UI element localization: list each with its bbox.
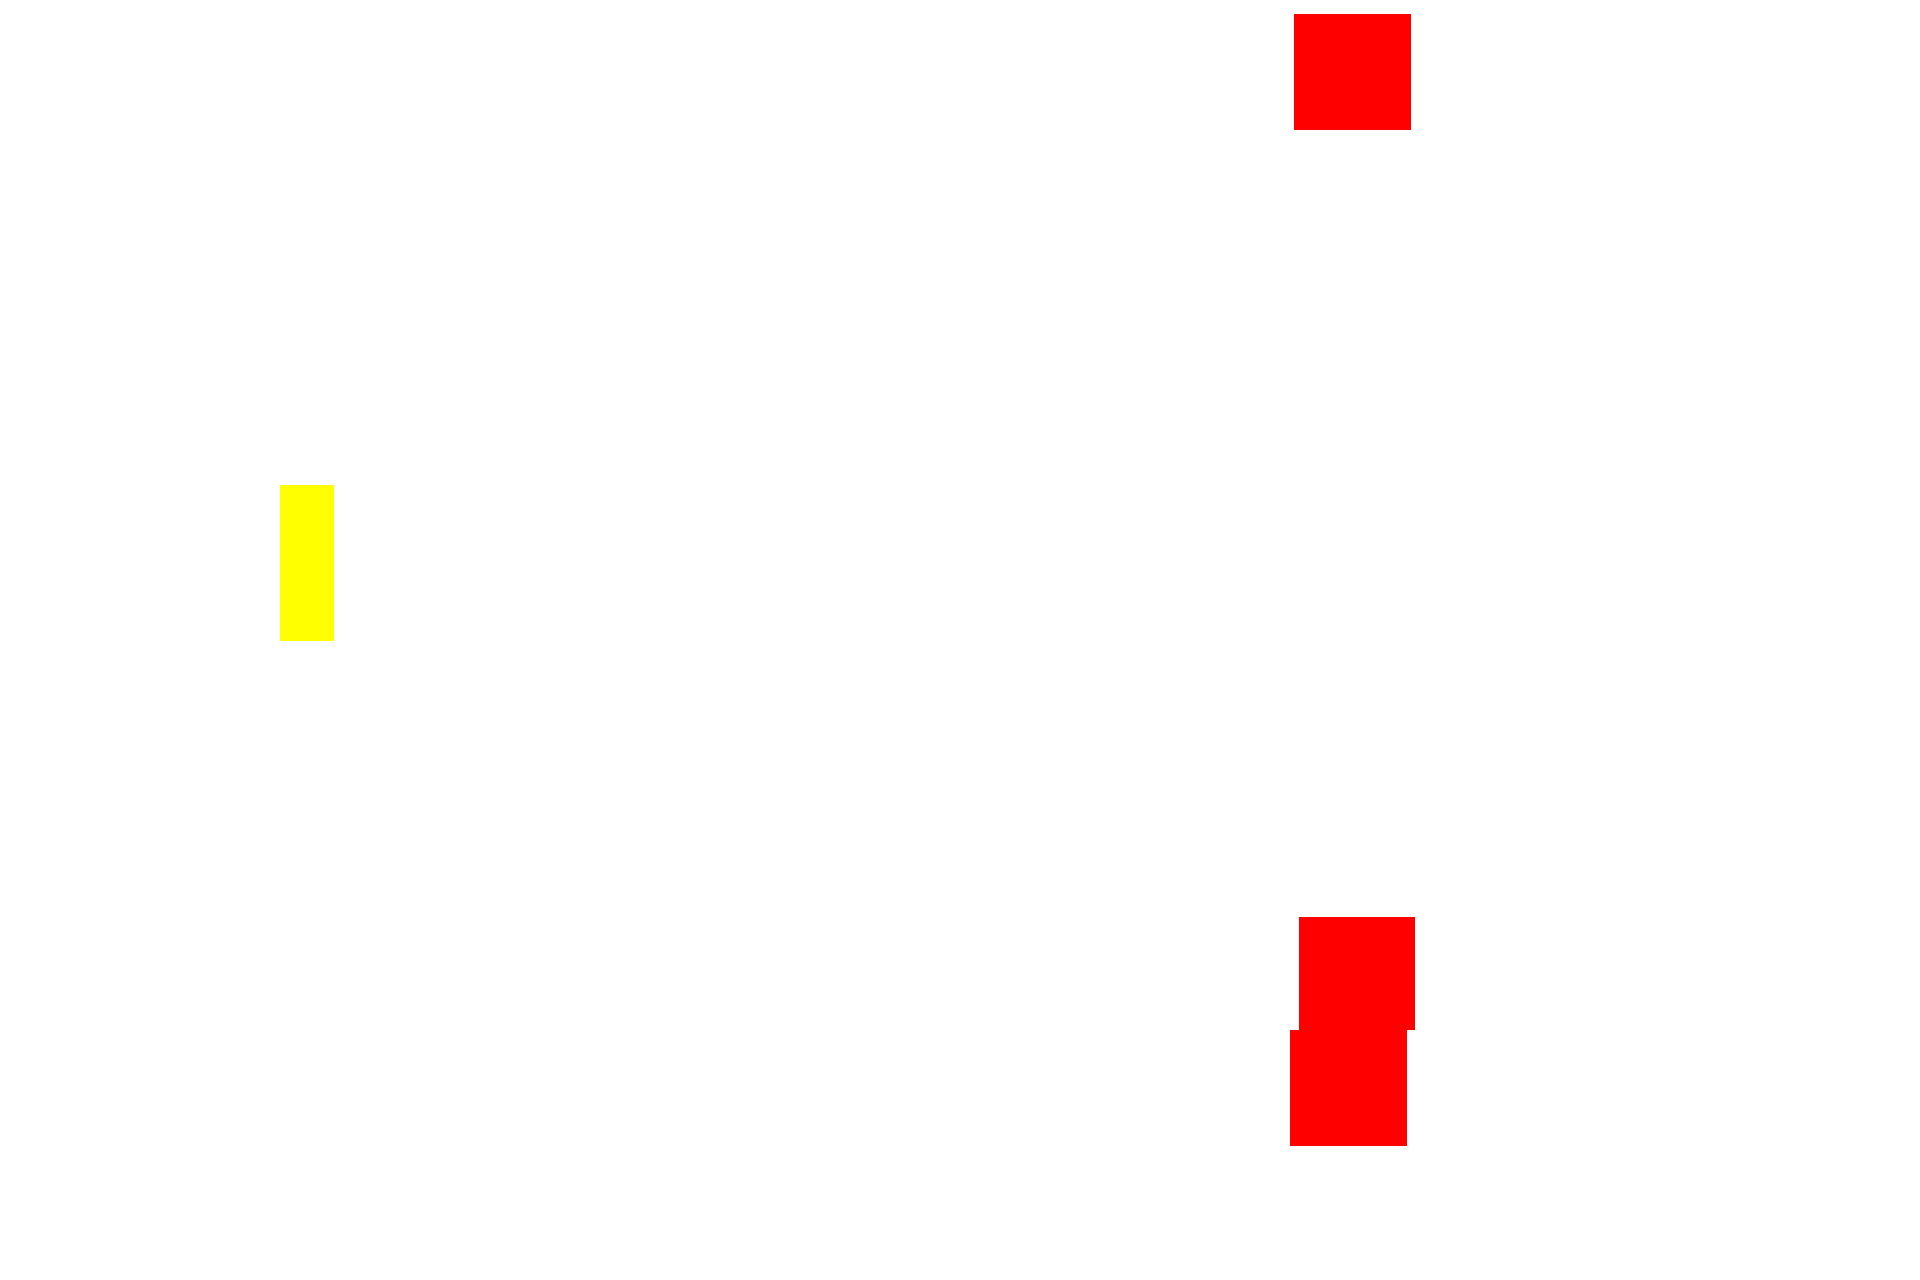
yellow-rect-left-middle	[280, 485, 334, 641]
red-rect-bottom-right-lower	[1290, 1030, 1407, 1146]
red-square-top-right	[1294, 14, 1411, 130]
red-rect-bottom-right-upper	[1299, 917, 1415, 1030]
